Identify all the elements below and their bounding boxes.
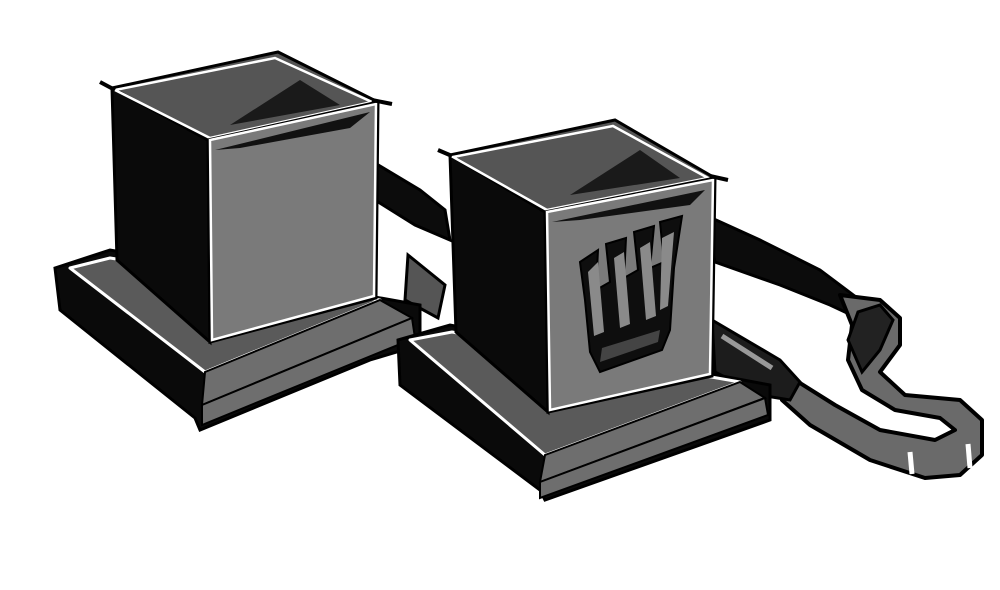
hebrew-letter-shin-icon xyxy=(578,214,684,374)
tefillin-head-box-icon xyxy=(53,50,422,432)
leather-strap-icon xyxy=(368,157,984,480)
tefillin-arm-box-icon xyxy=(396,118,772,502)
